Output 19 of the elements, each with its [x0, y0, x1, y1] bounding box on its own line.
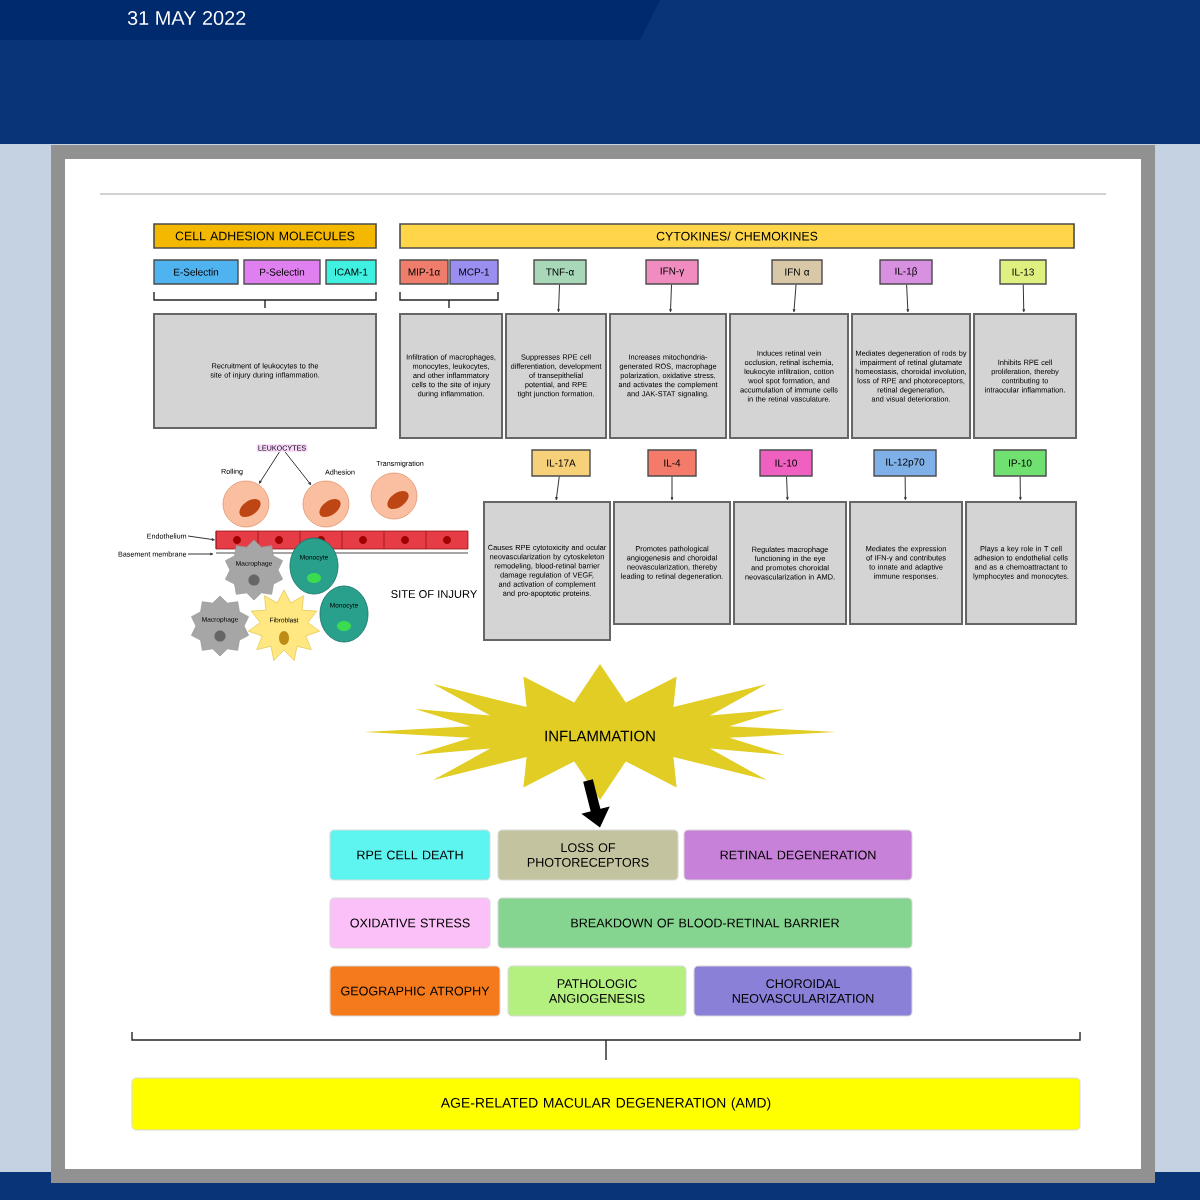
arrow: [906, 284, 910, 313]
leader-line: [258, 451, 280, 484]
arrow: [792, 284, 797, 313]
arrow: [904, 476, 907, 501]
arrow: [669, 284, 673, 313]
arrow: [670, 476, 674, 501]
leader-line: [284, 451, 312, 486]
leader-line: [187, 535, 215, 541]
arrow: [1019, 476, 1022, 501]
leader-line: [187, 552, 214, 556]
arrow: [557, 284, 560, 313]
leukocyte-cell: [370, 472, 418, 520]
arrow: [555, 476, 560, 501]
endothelium-drawing: [215, 530, 469, 554]
leukocyte-cell: [302, 480, 350, 528]
leukocyte-cell: [222, 480, 270, 528]
arrow: [1022, 284, 1026, 313]
date-text: 31 MAY 2022: [127, 10, 246, 26]
arrow: [786, 476, 789, 501]
